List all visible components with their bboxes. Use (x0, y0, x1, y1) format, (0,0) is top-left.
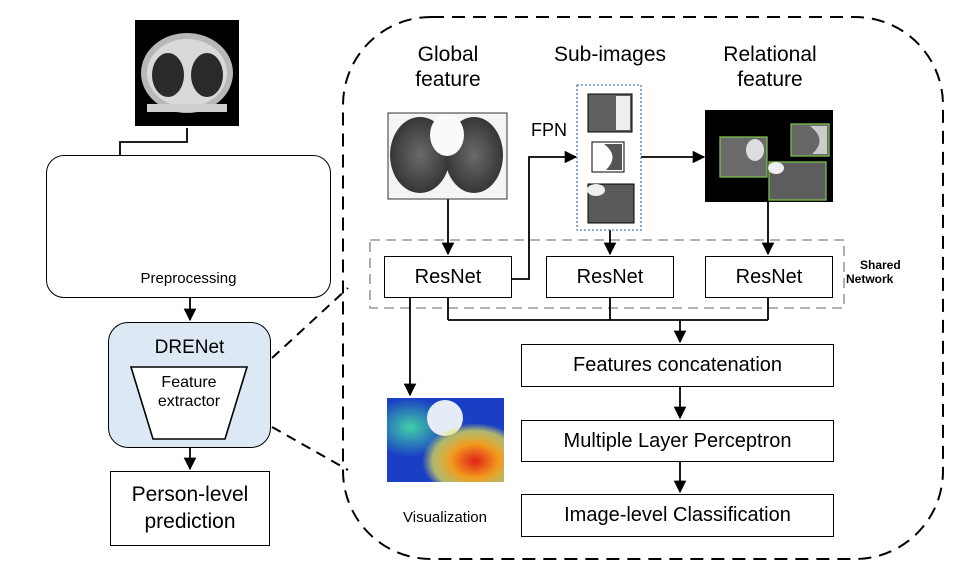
relational-feature-label: Relational feature (708, 42, 832, 92)
drenet-title: DRENet (154, 337, 225, 358)
global-line-2: feature (415, 68, 481, 92)
feature-extractor-shape (129, 366, 249, 440)
feature-extractor-label: Feature extractor (129, 373, 249, 411)
sub-image-2 (591, 141, 625, 173)
relational-feature-image (705, 110, 833, 202)
visualization-label: Visualization (403, 509, 487, 526)
sub-image-1 (587, 93, 633, 133)
extractor-line-1: Feature (161, 374, 217, 391)
mlp-box: Multiple Layer Perceptron (521, 420, 834, 462)
fpn-label: FPN (531, 120, 567, 140)
resnet-relational: ResNet (705, 256, 833, 298)
resnet-subimages: ResNet (546, 256, 674, 298)
extractor-line-2: extractor (157, 393, 221, 411)
global-feature-label: Global feature (398, 42, 498, 92)
preprocessing-label: Preprocessing (140, 270, 237, 287)
drenet-detail-region (342, 16, 944, 560)
ct-scan-image (135, 20, 239, 126)
features-concatenation-box: Features concatenation (521, 344, 834, 387)
preprocessing-panel: Preprocessing (46, 155, 331, 298)
sub-image-3 (587, 183, 635, 224)
shared-line-1: Shared (860, 258, 901, 272)
person-level-prediction-box: Person-level prediction (110, 471, 270, 546)
shared-network-label: Shared Network (846, 258, 926, 287)
relational-line-1: Relational (723, 43, 817, 66)
relational-line-2: feature (737, 68, 803, 92)
visualization-heatmap-image (387, 398, 504, 482)
classification-box: Image-level Classification (521, 494, 834, 537)
shared-network-outline (369, 239, 845, 309)
sub-images-container (576, 84, 642, 231)
sub-images-label: Sub-images (553, 43, 667, 66)
global-line-1: Global (417, 43, 479, 66)
drenet-block: DRENet Feature extractor (108, 322, 271, 448)
global-feature-image (387, 112, 508, 200)
shared-line-2: Network (846, 272, 894, 287)
prediction-line-1: Person-level (131, 483, 249, 507)
prediction-line-2: prediction (144, 509, 236, 533)
resnet-global: ResNet (384, 256, 512, 298)
